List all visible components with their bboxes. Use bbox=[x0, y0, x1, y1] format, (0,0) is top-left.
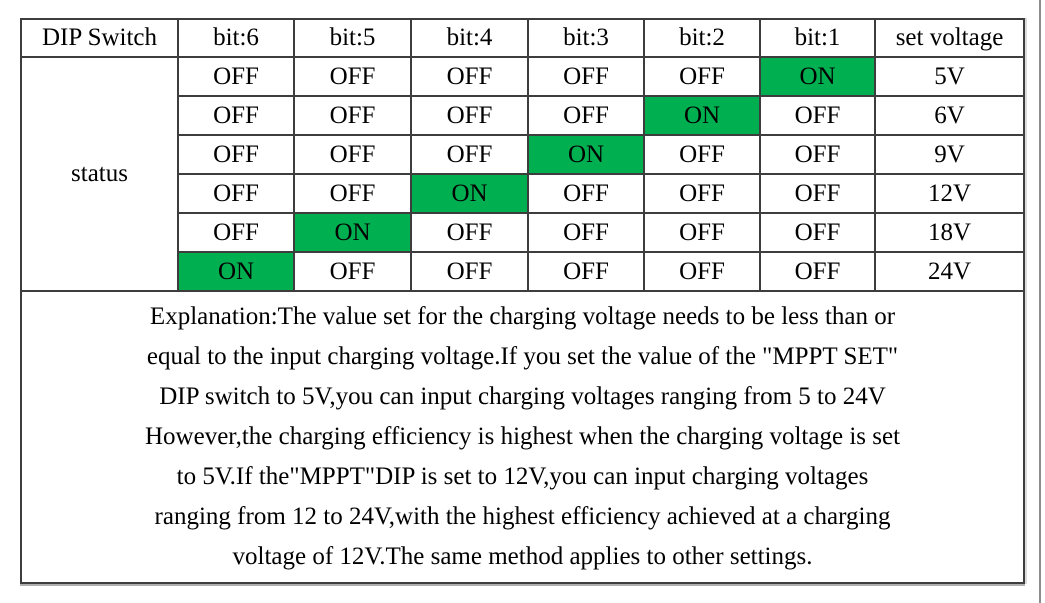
header-bit-6: bit:6 bbox=[177, 18, 295, 58]
explanation-line: ranging from 12 to 24V,with the highest … bbox=[154, 503, 891, 530]
header-bit-1: bit:1 bbox=[759, 18, 876, 58]
state-cell: ON bbox=[527, 134, 645, 175]
state-cell: OFF bbox=[293, 134, 412, 175]
state-cell: OFF bbox=[527, 212, 645, 253]
state-cell: OFF bbox=[759, 134, 876, 175]
state-cell: OFF bbox=[643, 173, 761, 214]
state-cell: OFF bbox=[410, 251, 529, 292]
explanation-line: to 5V.If the"MPPT"DIP is set to 12V,you … bbox=[176, 463, 869, 490]
state-cell: OFF bbox=[527, 173, 645, 214]
voltage-cell: 6V bbox=[874, 95, 1025, 136]
explanation-line: DIP switch to 5V,you can input charging … bbox=[159, 383, 886, 410]
voltage-cell: 18V bbox=[874, 212, 1025, 253]
state-cell: OFF bbox=[527, 95, 645, 136]
explanation-line: However,the charging efficiency is highe… bbox=[144, 423, 901, 450]
header-dip-switch: DIP Switch bbox=[20, 18, 179, 58]
state-cell: OFF bbox=[177, 95, 295, 136]
state-cell: OFF bbox=[177, 134, 295, 175]
state-cell: ON bbox=[759, 56, 876, 97]
state-cell: OFF bbox=[759, 212, 876, 253]
voltage-cell: 24V bbox=[874, 251, 1025, 292]
state-cell: OFF bbox=[527, 251, 645, 292]
state-cell: OFF bbox=[410, 56, 529, 97]
voltage-cell: 12V bbox=[874, 173, 1025, 214]
state-cell: ON bbox=[293, 212, 412, 253]
table-row-9v: OFF OFF OFF ON OFF OFF 9V bbox=[21, 134, 1025, 175]
state-cell: OFF bbox=[643, 251, 761, 292]
state-cell: OFF bbox=[643, 134, 761, 175]
state-cell: OFF bbox=[759, 251, 876, 292]
header-set-voltage: set voltage bbox=[874, 18, 1025, 58]
state-cell: OFF bbox=[177, 56, 295, 97]
window-edge-line bbox=[1039, 0, 1041, 603]
state-cell: OFF bbox=[177, 212, 295, 253]
table-row-12v: OFF OFF ON OFF OFF OFF 12V bbox=[21, 173, 1025, 214]
state-cell: OFF bbox=[643, 56, 761, 97]
explanation-line: Explanation:The value set for the chargi… bbox=[149, 303, 896, 330]
state-cell: ON bbox=[643, 95, 761, 136]
state-cell: OFF bbox=[293, 251, 412, 292]
state-cell: OFF bbox=[759, 95, 876, 136]
status-label-cell: status bbox=[20, 56, 179, 292]
explanation-line: voltage of 12V.The same method applies t… bbox=[232, 543, 813, 570]
header-bit-4: bit:4 bbox=[410, 18, 529, 58]
dip-switch-table: DIP Switch bit:6 bit:5 bit:4 bit:3 bit:2… bbox=[20, 18, 1025, 584]
explanation-row: Explanation:The value set for the chargi… bbox=[20, 290, 1025, 584]
state-cell: OFF bbox=[293, 95, 412, 136]
state-cell: ON bbox=[177, 251, 295, 292]
state-cell: OFF bbox=[293, 173, 412, 214]
state-cell: OFF bbox=[643, 212, 761, 253]
table-row-24v: ON OFF OFF OFF OFF OFF 24V bbox=[21, 251, 1025, 292]
table-row-6v: OFF OFF OFF OFF ON OFF 6V bbox=[21, 95, 1025, 136]
state-cell: OFF bbox=[177, 173, 295, 214]
state-cell: OFF bbox=[410, 95, 529, 136]
state-cell: OFF bbox=[527, 56, 645, 97]
voltage-cell: 5V bbox=[874, 56, 1025, 97]
explanation-line: equal to the input charging voltage.If y… bbox=[146, 343, 899, 370]
table-row-5v: status OFF OFF OFF OFF OFF ON 5V bbox=[20, 56, 1025, 292]
state-cell: OFF bbox=[410, 134, 529, 175]
state-cell: OFF bbox=[410, 212, 529, 253]
voltage-cell: 9V bbox=[874, 134, 1025, 175]
header-bit-2: bit:2 bbox=[643, 18, 761, 58]
state-cell: OFF bbox=[759, 173, 876, 214]
header-bit-5: bit:5 bbox=[293, 18, 412, 58]
explanation-cell: Explanation:The value set for the chargi… bbox=[20, 290, 1025, 584]
state-cell: ON bbox=[410, 173, 529, 214]
table-row-18v: OFF ON OFF OFF OFF OFF 18V bbox=[21, 212, 1025, 253]
header-bit-3: bit:3 bbox=[527, 18, 645, 58]
header-row: DIP Switch bit:6 bit:5 bit:4 bit:3 bit:2… bbox=[20, 18, 1025, 58]
state-cell: OFF bbox=[293, 56, 412, 97]
